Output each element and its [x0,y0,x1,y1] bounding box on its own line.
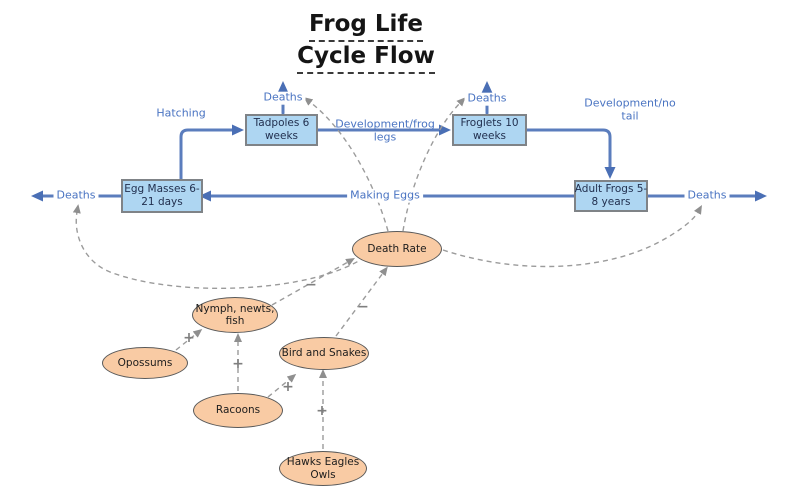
ellipse-label: Nymph, newts, [195,302,275,315]
ellipse-label: Racoons [215,404,261,417]
dashed-nymph-deathrate [271,258,355,306]
box-label: 8 years [591,196,631,208]
dashed-deathrate-deaths-right [442,205,702,268]
box-label: weeks [472,130,507,142]
label-deaths-right: Deaths [684,189,730,203]
minus-sign: − [305,277,317,293]
plus-sign: + [316,403,328,419]
ellipse-label: Opossums [117,356,173,369]
diagram-title: Frog Life Cycle Flow [266,10,466,74]
label-deaths-froglets: Deaths [464,92,510,106]
box-adult-frogs[interactable]: Adult Frogs 5- 8 years [574,180,648,212]
label-deaths-tadpoles: Deaths [260,91,306,105]
dashed-deathrate-deaths-left [72,204,366,290]
plus-sign: + [232,356,244,372]
box-tadpoles[interactable]: Tadpoles 6 weeks [245,114,318,146]
ellipse-label: Owls [310,468,336,481]
minus-sign: − [357,299,369,315]
plus-sign: + [282,379,294,395]
ellipse-label: Death Rate [367,242,427,255]
arrow-froglets-adultfrogs [525,128,616,179]
label-line: legs [373,130,397,143]
box-froglets[interactable]: Froglets 10 weeks [452,114,527,146]
box-label: Adult Frogs 5- [574,183,648,196]
box-label: 21 days [141,196,183,208]
box-egg-masses[interactable]: Egg Masses 6- 21 days [121,179,203,213]
dashed-opossums-nymph [175,329,203,351]
ellipse-hawks-eagles-owls[interactable]: Hawks Eagles Owls [279,451,367,486]
box-label: Tadpoles 6 [253,117,310,130]
ellipse-racoons[interactable]: Racoons [193,393,283,428]
label-line: Development/frog [335,117,435,131]
ellipse-label: fish [225,315,245,327]
dashed-deathrate-deaths-tadpoles [303,97,389,232]
label-hatching: Hatching [156,106,206,120]
ellipse-label: Bird and Snakes [281,347,367,360]
label-line: Development/no [584,96,676,110]
ellipse-death-rate[interactable]: Death Rate [352,231,442,267]
label-deaths-left: Deaths [53,189,99,203]
plus-sign: + [183,330,195,346]
title-line2: Cycle Flow [297,42,435,74]
label-making-eggs: Making Eggs [347,189,423,203]
arrow-hatching [179,124,244,181]
ellipse-nymph-newts-fish[interactable]: Nymph, newts, fish [192,297,278,333]
box-label: Egg Masses 6- [124,183,200,196]
ellipse-bird-and-snakes[interactable]: Bird and Snakes [279,337,369,370]
title-line1: Frog Life [308,10,423,42]
ellipse-label: Hawks Eagles [286,456,360,469]
box-label: weeks [264,130,299,142]
dashed-deathrate-deaths-froglets [402,97,466,232]
box-label: Froglets 10 [460,117,519,130]
ellipse-opossums[interactable]: Opossums [102,347,188,379]
dashed-racoons-birds [267,373,297,398]
dashed-birds-deathrate [335,266,388,337]
label-line: tail [621,109,639,122]
